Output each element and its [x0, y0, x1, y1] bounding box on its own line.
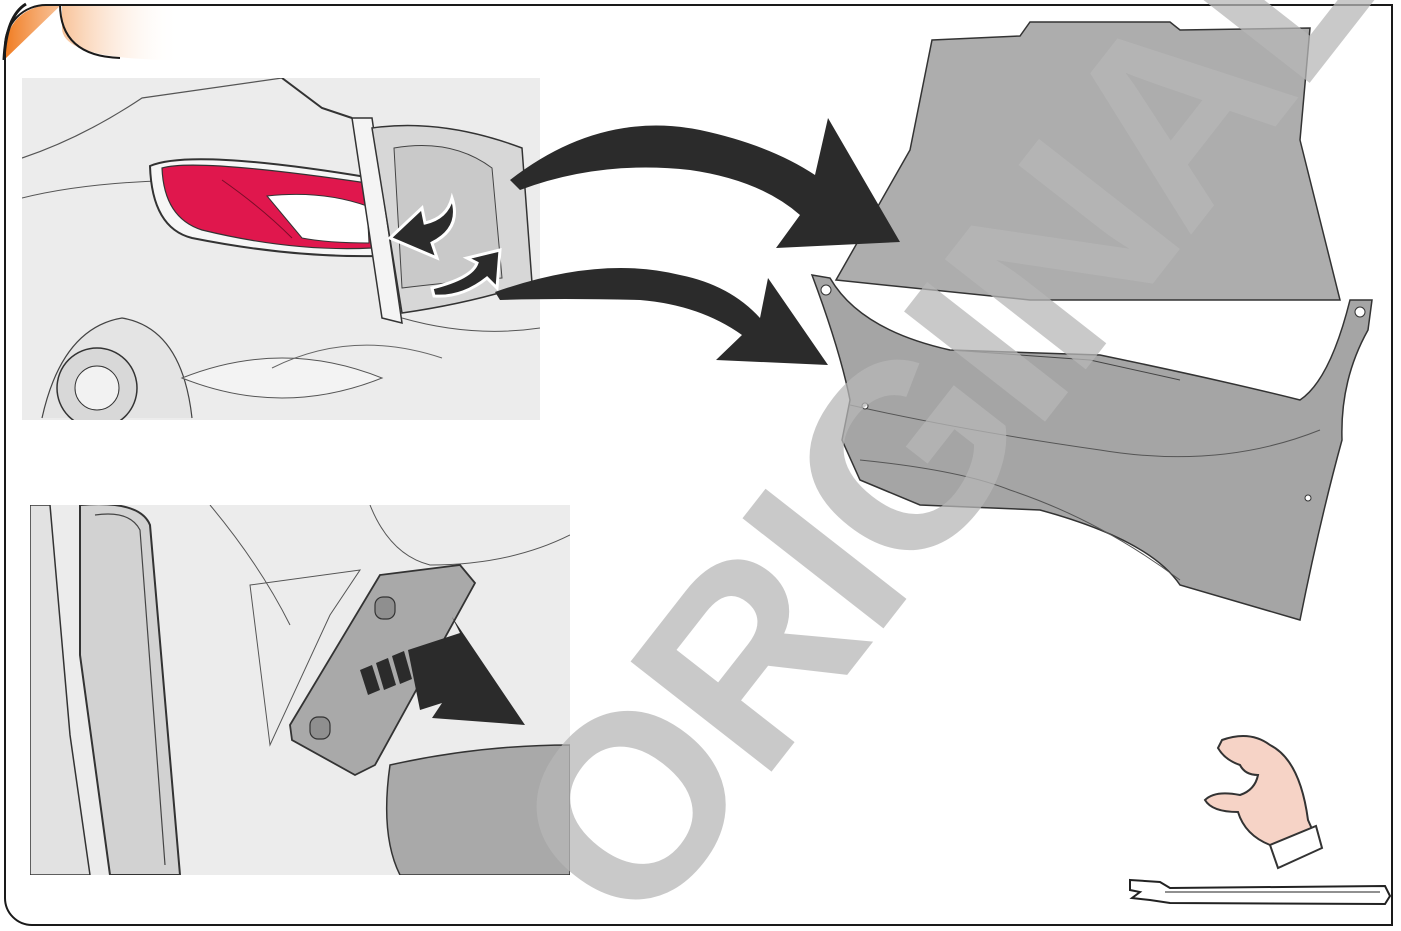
- boot-carpet: [836, 22, 1340, 300]
- curved-arrow-icon: [495, 268, 828, 365]
- trim-removal-tool-icon: [1130, 880, 1390, 904]
- rear-trim-panel: [812, 275, 1372, 620]
- hand-grip-icon: [1205, 736, 1322, 868]
- curved-arrow-icon: [510, 118, 900, 248]
